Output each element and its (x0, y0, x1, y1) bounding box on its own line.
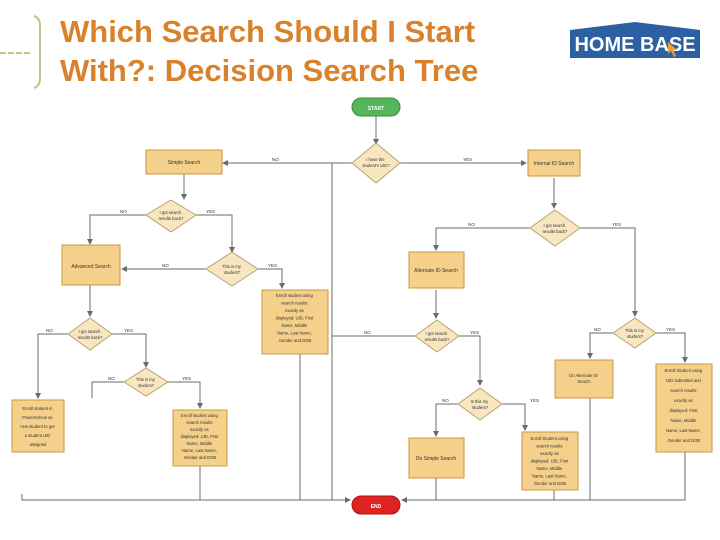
title-area: Which Search Should I Start With?: Decis… (0, 0, 560, 100)
label-my-student-4: Is this my student? (471, 399, 490, 410)
cursor-icon (668, 42, 677, 57)
end-node: END (351, 495, 401, 515)
edge-label-yes-5: YES (124, 328, 133, 333)
label-simple-search: Simple Search (168, 160, 201, 166)
label-my-student-1: This is my student? (222, 264, 242, 275)
title-line-2: With?: Decision Search Tree (60, 53, 479, 88)
connector-lines (21, 116, 688, 503)
label-results-back-4: I got search results back? (425, 331, 450, 342)
label-my-student-2: This is my student? (625, 328, 645, 339)
diamond-results-back-4 (414, 319, 460, 353)
start-label: START (368, 106, 384, 112)
edge-label-no-7: NO (594, 327, 601, 332)
diamond-have-uid (351, 142, 401, 184)
diamond-results-back-3 (67, 317, 113, 351)
label-enroll-bottom: Enroll Student using search results exac… (531, 436, 570, 486)
label-results-back-1: I got search results back? (159, 210, 184, 221)
box-enroll-center (172, 409, 228, 467)
decision-tree-diagram: START END Simple Search Internal ID Sear… (11, 97, 713, 515)
edge-label-yes-1: YES (463, 157, 472, 162)
label-results-back-3: I got search results back? (78, 329, 103, 340)
box-enroll-bottom (521, 431, 579, 491)
start-node: START (351, 97, 401, 117)
label-internal-id-search: Internal ID Search (534, 161, 575, 167)
diamond-my-student-3 (123, 367, 169, 397)
edge-label-yes-9: YES (530, 398, 539, 403)
diamond-my-student-2 (612, 317, 657, 349)
page-title: Which Search Should I Start With?: Decis… (60, 12, 560, 90)
logo-house-shape (570, 22, 700, 58)
label-have-uid: I have the student's UID? (362, 157, 390, 168)
box-simple-search (145, 149, 223, 175)
diamond-my-student-4 (457, 387, 503, 421)
decorative-dash-line (0, 52, 30, 54)
box-internal-id-search (527, 149, 581, 177)
label-results-back-2: I got search results back? (543, 223, 568, 234)
edge-label-no-6: NO (364, 330, 371, 335)
label-alternate-id-search: Alternate ID Search (414, 268, 458, 274)
diamond-results-back-1 (145, 199, 197, 233)
edge-label-yes-7: YES (666, 327, 675, 332)
edge-label-yes-6: YES (470, 330, 479, 335)
edge-label-yes-2: YES (206, 209, 215, 214)
logo-text: HOME BASE (574, 34, 695, 56)
edge-label-yes-4: YES (612, 222, 621, 227)
edge-label-no-1: NO (272, 157, 279, 162)
label-enroll-right: Enroll Student using UID submitted and s… (665, 368, 704, 443)
diamond-results-back-2 (529, 209, 581, 247)
edge-label-no-8: NO (108, 376, 115, 381)
edge-label-no-3: NO (162, 263, 169, 268)
box-enroll-left (261, 289, 329, 355)
label-new-student: Enroll student in PowerSchool as new stu… (20, 406, 55, 447)
decorative-bracket-icon (33, 15, 41, 89)
box-advanced-search (61, 244, 121, 286)
edge-label-no-2: NO (120, 209, 127, 214)
edge-label-no-5: NO (46, 328, 53, 333)
label-do-alternate-id-search: Do Alternate ID Search (569, 373, 599, 384)
title-line-1: Which Search Should I Start (60, 14, 476, 49)
edge-label-no-4: NO (468, 222, 475, 227)
home-base-logo: HOME BASE (570, 22, 700, 58)
label-enroll-left: Enroll student using search results exac… (276, 293, 315, 343)
edge-label-yes-8: YES (182, 376, 191, 381)
edge-label-no-9: NO (442, 398, 449, 403)
box-do-simple-search (408, 437, 465, 479)
label-advanced-search: Advanced Search (71, 264, 111, 270)
label-do-simple-search: Do Simple Search (416, 456, 457, 462)
box-enroll-right (655, 363, 713, 453)
box-do-alternate-id-search (554, 359, 614, 399)
box-new-student (11, 399, 65, 453)
diamond-my-student-1 (205, 251, 259, 287)
label-enroll-center: Enroll student using search results exac… (181, 413, 220, 460)
edge-label-yes-3: YES (268, 263, 277, 268)
end-label: END (371, 504, 382, 510)
label-my-student-3: This is my student? (136, 377, 156, 388)
box-alternate-id-search (408, 251, 465, 289)
